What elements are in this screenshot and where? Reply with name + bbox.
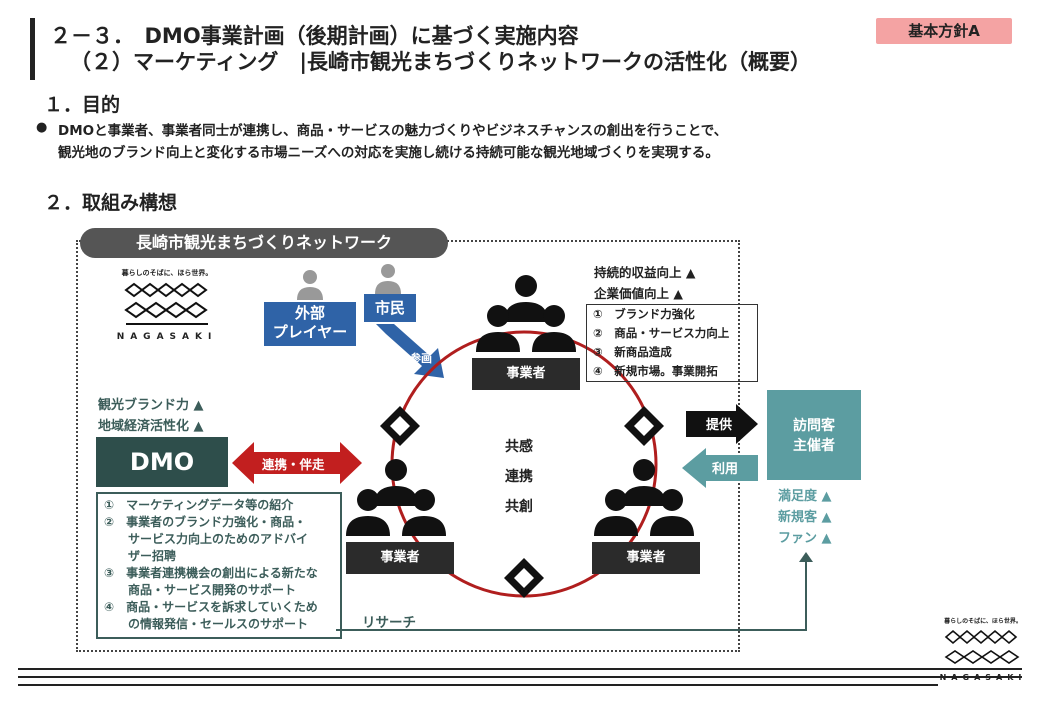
footer-logo-wordmark: NAGASAKI bbox=[939, 673, 1027, 682]
visitor-box: 訪問客 主催者 bbox=[767, 390, 861, 480]
dmo-outcomes: 観光ブランド力 ▲ 地域経済活性化 ▲ bbox=[98, 395, 204, 437]
support-item: ③ 事業者連携機会の創出による新たな bbox=[104, 566, 318, 580]
network-label: 長崎市観光まちづくりネットワーク bbox=[80, 228, 448, 258]
logo-wordmark: NAGASAKI bbox=[116, 332, 218, 342]
up-arrow-icon: ▲ bbox=[821, 510, 832, 525]
up-arrow-icon: ▲ bbox=[673, 286, 683, 301]
business-group-icon bbox=[594, 459, 694, 536]
provide-arrow-icon bbox=[686, 404, 758, 444]
footer-rule bbox=[18, 684, 938, 686]
purpose-line-1: DMOと事業者、事業者同士が連携し、商品・サービスの魅力づくりやビジネスチャンス… bbox=[58, 123, 728, 139]
research-label: リサーチ bbox=[362, 615, 416, 631]
center-word: 共創 bbox=[505, 499, 533, 515]
dmo-support-box: ① マーケティングデータ等の紹介 ② 事業者のブランド力強化・商品・ サービス力… bbox=[96, 492, 342, 639]
footer-rule bbox=[18, 676, 1022, 678]
business-topics-box: ① ブランド力強化 ② 商品・サービス力向上 ③ 新商品造成 ④ 新規市場。事業… bbox=[586, 304, 758, 382]
up-arrow-icon: ▲ bbox=[821, 531, 832, 546]
title-accent-bar bbox=[30, 18, 35, 80]
support-item: ① マーケティングデータ等の紹介 bbox=[104, 498, 294, 512]
business-topic: ① ブランド力強化 bbox=[593, 307, 695, 321]
logo-mark-icon bbox=[944, 629, 1020, 664]
diamond-arrow-icon bbox=[504, 558, 544, 598]
dmo-link-label: 連携・伴走 bbox=[262, 457, 325, 472]
section2-heading: ２．取組み構想 bbox=[44, 192, 178, 214]
use-label: 利用 bbox=[712, 462, 739, 477]
business-outcome: 持続的収益向上 bbox=[594, 265, 682, 280]
visitor-line2: 主催者 bbox=[793, 438, 835, 454]
participate-arrow-icon bbox=[376, 324, 444, 378]
bullet-icon: ● bbox=[36, 120, 48, 135]
visitor-outcome: 新規客 bbox=[778, 510, 818, 525]
external-player-line1: 外部 bbox=[294, 304, 325, 322]
participate-label: 参画 bbox=[410, 352, 432, 365]
dmo-box: DMO bbox=[96, 437, 228, 487]
section1-heading: １．目的 bbox=[44, 94, 121, 116]
support-item: の情報発信・セールスのサポート bbox=[104, 617, 309, 631]
research-connector bbox=[336, 552, 813, 631]
diamond-arrow-icon bbox=[624, 406, 664, 446]
provide-label: 提供 bbox=[706, 418, 733, 433]
page-subtitle: （２）マーケティング |長崎市観光まちづくりネットワークの活性化（概要） bbox=[70, 50, 811, 74]
business-left-box: 事業者 bbox=[346, 542, 454, 574]
center-word: 共感 bbox=[505, 439, 533, 455]
support-item: ② 事業者のブランド力強化・商品・ bbox=[104, 515, 307, 529]
external-player-line2: プレイヤー bbox=[272, 323, 348, 341]
visitor-outcomes: 満足度 ▲ 新規客 ▲ ファン ▲ bbox=[778, 486, 832, 549]
footer-logo-tagline: 暮らしのそばに、ほら世界。 bbox=[944, 618, 1022, 625]
page-title: ２－３． DMO事業計画（後期計画）に基づく実施内容 bbox=[50, 24, 579, 48]
business-topic: ② 商品・サービス力向上 bbox=[593, 326, 730, 340]
business-topic: ④ 新規市場。事業開拓 bbox=[593, 364, 718, 378]
policy-badge: 基本方針A bbox=[876, 18, 1012, 44]
external-player-box: 外部 プレイヤー bbox=[264, 302, 356, 346]
support-item: 商品・サービス開発のサポート bbox=[104, 583, 297, 597]
purpose-line-2: 観光地のブランド向上と変化する市場ニーズへの対応を実施し続ける持続可能な観光地域… bbox=[58, 145, 719, 161]
up-arrow-icon: ▲ bbox=[193, 398, 204, 413]
person-icon bbox=[375, 264, 401, 294]
nagasaki-logo: 暮らしのそばに、ほら世界。 NAGASAKI bbox=[112, 268, 222, 342]
business-right-box: 事業者 bbox=[592, 542, 700, 574]
business-outcome: 企業価値向上 bbox=[594, 286, 670, 301]
visitor-outcome: 満足度 bbox=[778, 489, 818, 504]
up-arrow-icon: ▲ bbox=[821, 489, 832, 504]
business-top-box: 事業者 bbox=[472, 358, 580, 390]
business-outcomes: 持続的収益向上 ▲ 企業価値向上 ▲ bbox=[594, 262, 696, 304]
visitor-outcome: ファン bbox=[778, 531, 818, 546]
footer-rule bbox=[18, 668, 1022, 670]
visitor-line1: 訪問客 bbox=[793, 418, 835, 434]
business-group-icon bbox=[346, 459, 446, 536]
support-item: ④ 商品・サービスを訴求していくため bbox=[104, 600, 318, 614]
logo-mark-icon bbox=[124, 282, 208, 325]
person-icon bbox=[297, 270, 323, 300]
center-word: 連携 bbox=[505, 469, 533, 485]
business-topic: ③ 新商品造成 bbox=[593, 345, 672, 359]
support-item: ザー招聘 bbox=[104, 549, 177, 563]
dmo-outcome: 地域経済活性化 bbox=[98, 419, 190, 434]
up-arrow-icon: ▲ bbox=[685, 265, 696, 280]
up-arrow-icon: ▲ bbox=[193, 419, 204, 434]
logo-tagline: 暮らしのそばに、ほら世界。 bbox=[121, 269, 213, 277]
business-group-icon bbox=[476, 275, 576, 352]
dmo-outcome: 観光ブランド力 bbox=[98, 398, 190, 413]
double-arrow-icon bbox=[232, 442, 362, 484]
diamond-arrow-icon bbox=[380, 406, 420, 446]
use-arrow-icon bbox=[682, 448, 758, 488]
support-item: サービス力向上のためのアドバイ bbox=[104, 532, 309, 546]
citizen-box: 市民 bbox=[364, 294, 416, 322]
footer-logo: 暮らしのそばに、ほら世界。 NAGASAKI bbox=[938, 616, 1028, 682]
purpose-text: DMOと事業者、事業者同士が連携し、商品・サービスの魅力づくりやビジネスチャンス… bbox=[58, 120, 1018, 164]
